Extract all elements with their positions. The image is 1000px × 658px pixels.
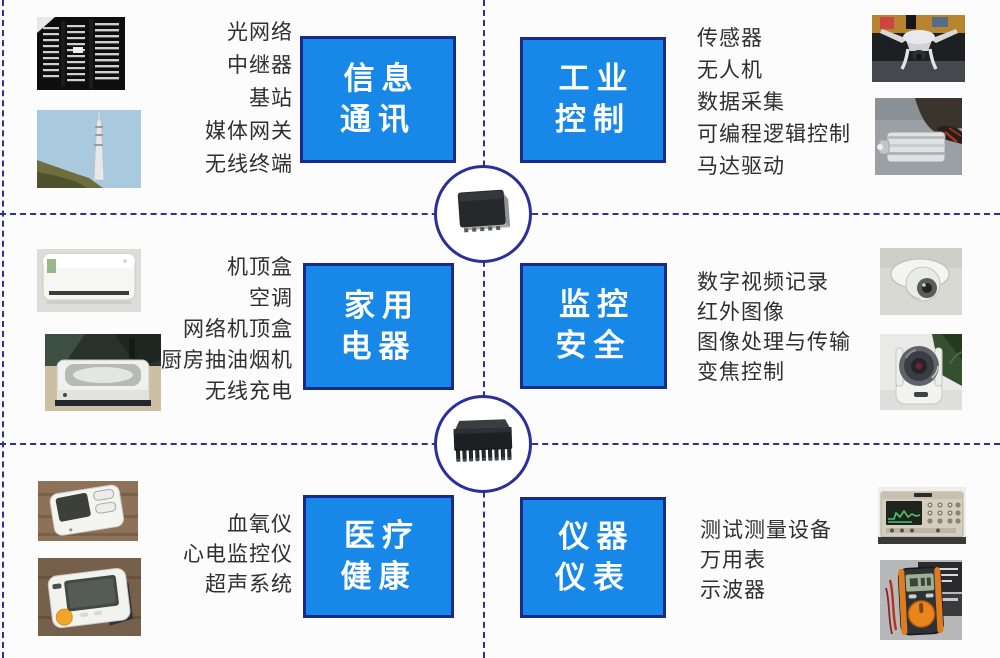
oscilloscope-photo [878,487,966,544]
category-label: 工业 控制 [555,61,635,137]
ic-chip-photo [448,416,518,473]
app-list-info-comm: 光网络中继器基站媒体网关无线终端 [205,16,293,181]
dome-camera-photo [880,248,962,315]
category-box-instrumentation: 仪器 仪表 [520,497,666,618]
motor-photo [875,98,962,175]
application-item: 变焦控制 [697,360,785,384]
wireless-charging-photo [45,334,161,411]
air-conditioner-photo [37,249,141,312]
signal-tower-photo [37,110,141,188]
application-item: 数字视频记录 [697,270,829,294]
application-item: 网络机顶盒 [183,317,293,341]
application-item: 血氧仪 [227,512,293,536]
app-list-medical-health: 血氧仪心电监控仪超声系统 [183,509,293,599]
application-item: 空调 [249,286,293,310]
category-label: 仪器 仪表 [555,518,635,595]
bp-monitor-photo [38,558,141,636]
application-item: 传感器 [697,26,763,50]
category-box-medical-health: 医疗 健康 [303,495,454,618]
application-item: 厨房抽油烟机 [161,348,293,372]
app-list-home-appliances: 机顶盒空调网络机顶盒厨房抽油烟机无线充电 [161,252,293,407]
oximeter-photo [38,481,138,541]
application-item: 示波器 [700,578,766,602]
category-box-info-comm: 信息 通讯 [300,36,456,163]
left-edge-dashed-line [2,0,4,658]
category-box-industrial-control: 工业 控制 [520,37,666,163]
application-item: 马达驱动 [697,154,785,178]
application-item: 媒体网关 [205,119,293,143]
application-item: 机顶盒 [227,255,293,279]
app-list-industrial-control: 传感器无人机数据采集可编程逻辑控制马达驱动 [697,22,851,182]
bare-chip-photo [451,185,515,244]
app-list-instrumentation: 测试测量设备万用表示波器 [700,515,832,605]
telecom-rack-photo [37,17,125,90]
application-item: 红外图像 [697,300,785,324]
category-box-surveillance-security: 监控 安全 [520,263,667,389]
category-label: 家用 电器 [340,287,420,364]
drone-photo [872,15,965,82]
application-item: 万用表 [700,548,766,572]
multimeter-photo [880,560,962,640]
application-item: 超声系统 [205,572,293,596]
application-item: 中继器 [227,53,293,77]
category-label: 信息 通讯 [340,60,420,137]
application-item: 无线充电 [205,379,293,403]
application-item: 心电监控仪 [183,542,293,566]
application-item: 无线终端 [205,152,293,176]
application-item: 数据采集 [697,90,785,114]
application-item: 基站 [249,86,293,110]
chip-circle-bottom [434,395,532,493]
category-box-home-appliances: 家用 电器 [303,263,454,390]
application-item: 图像处理与传输 [697,330,851,354]
category-label: 监控 安全 [555,287,635,363]
category-label: 医疗 健康 [340,517,420,594]
application-item: 测试测量设备 [700,518,832,542]
application-item: 可编程逻辑控制 [697,122,851,146]
app-list-surveillance-security: 数字视频记录红外图像图像处理与传输变焦控制 [697,267,851,387]
ptz-camera-photo [880,334,962,410]
chip-circle-top [434,165,532,263]
application-item: 无人机 [697,58,763,82]
center-vertical-dashed-line [483,0,485,658]
application-item: 光网络 [227,20,293,44]
